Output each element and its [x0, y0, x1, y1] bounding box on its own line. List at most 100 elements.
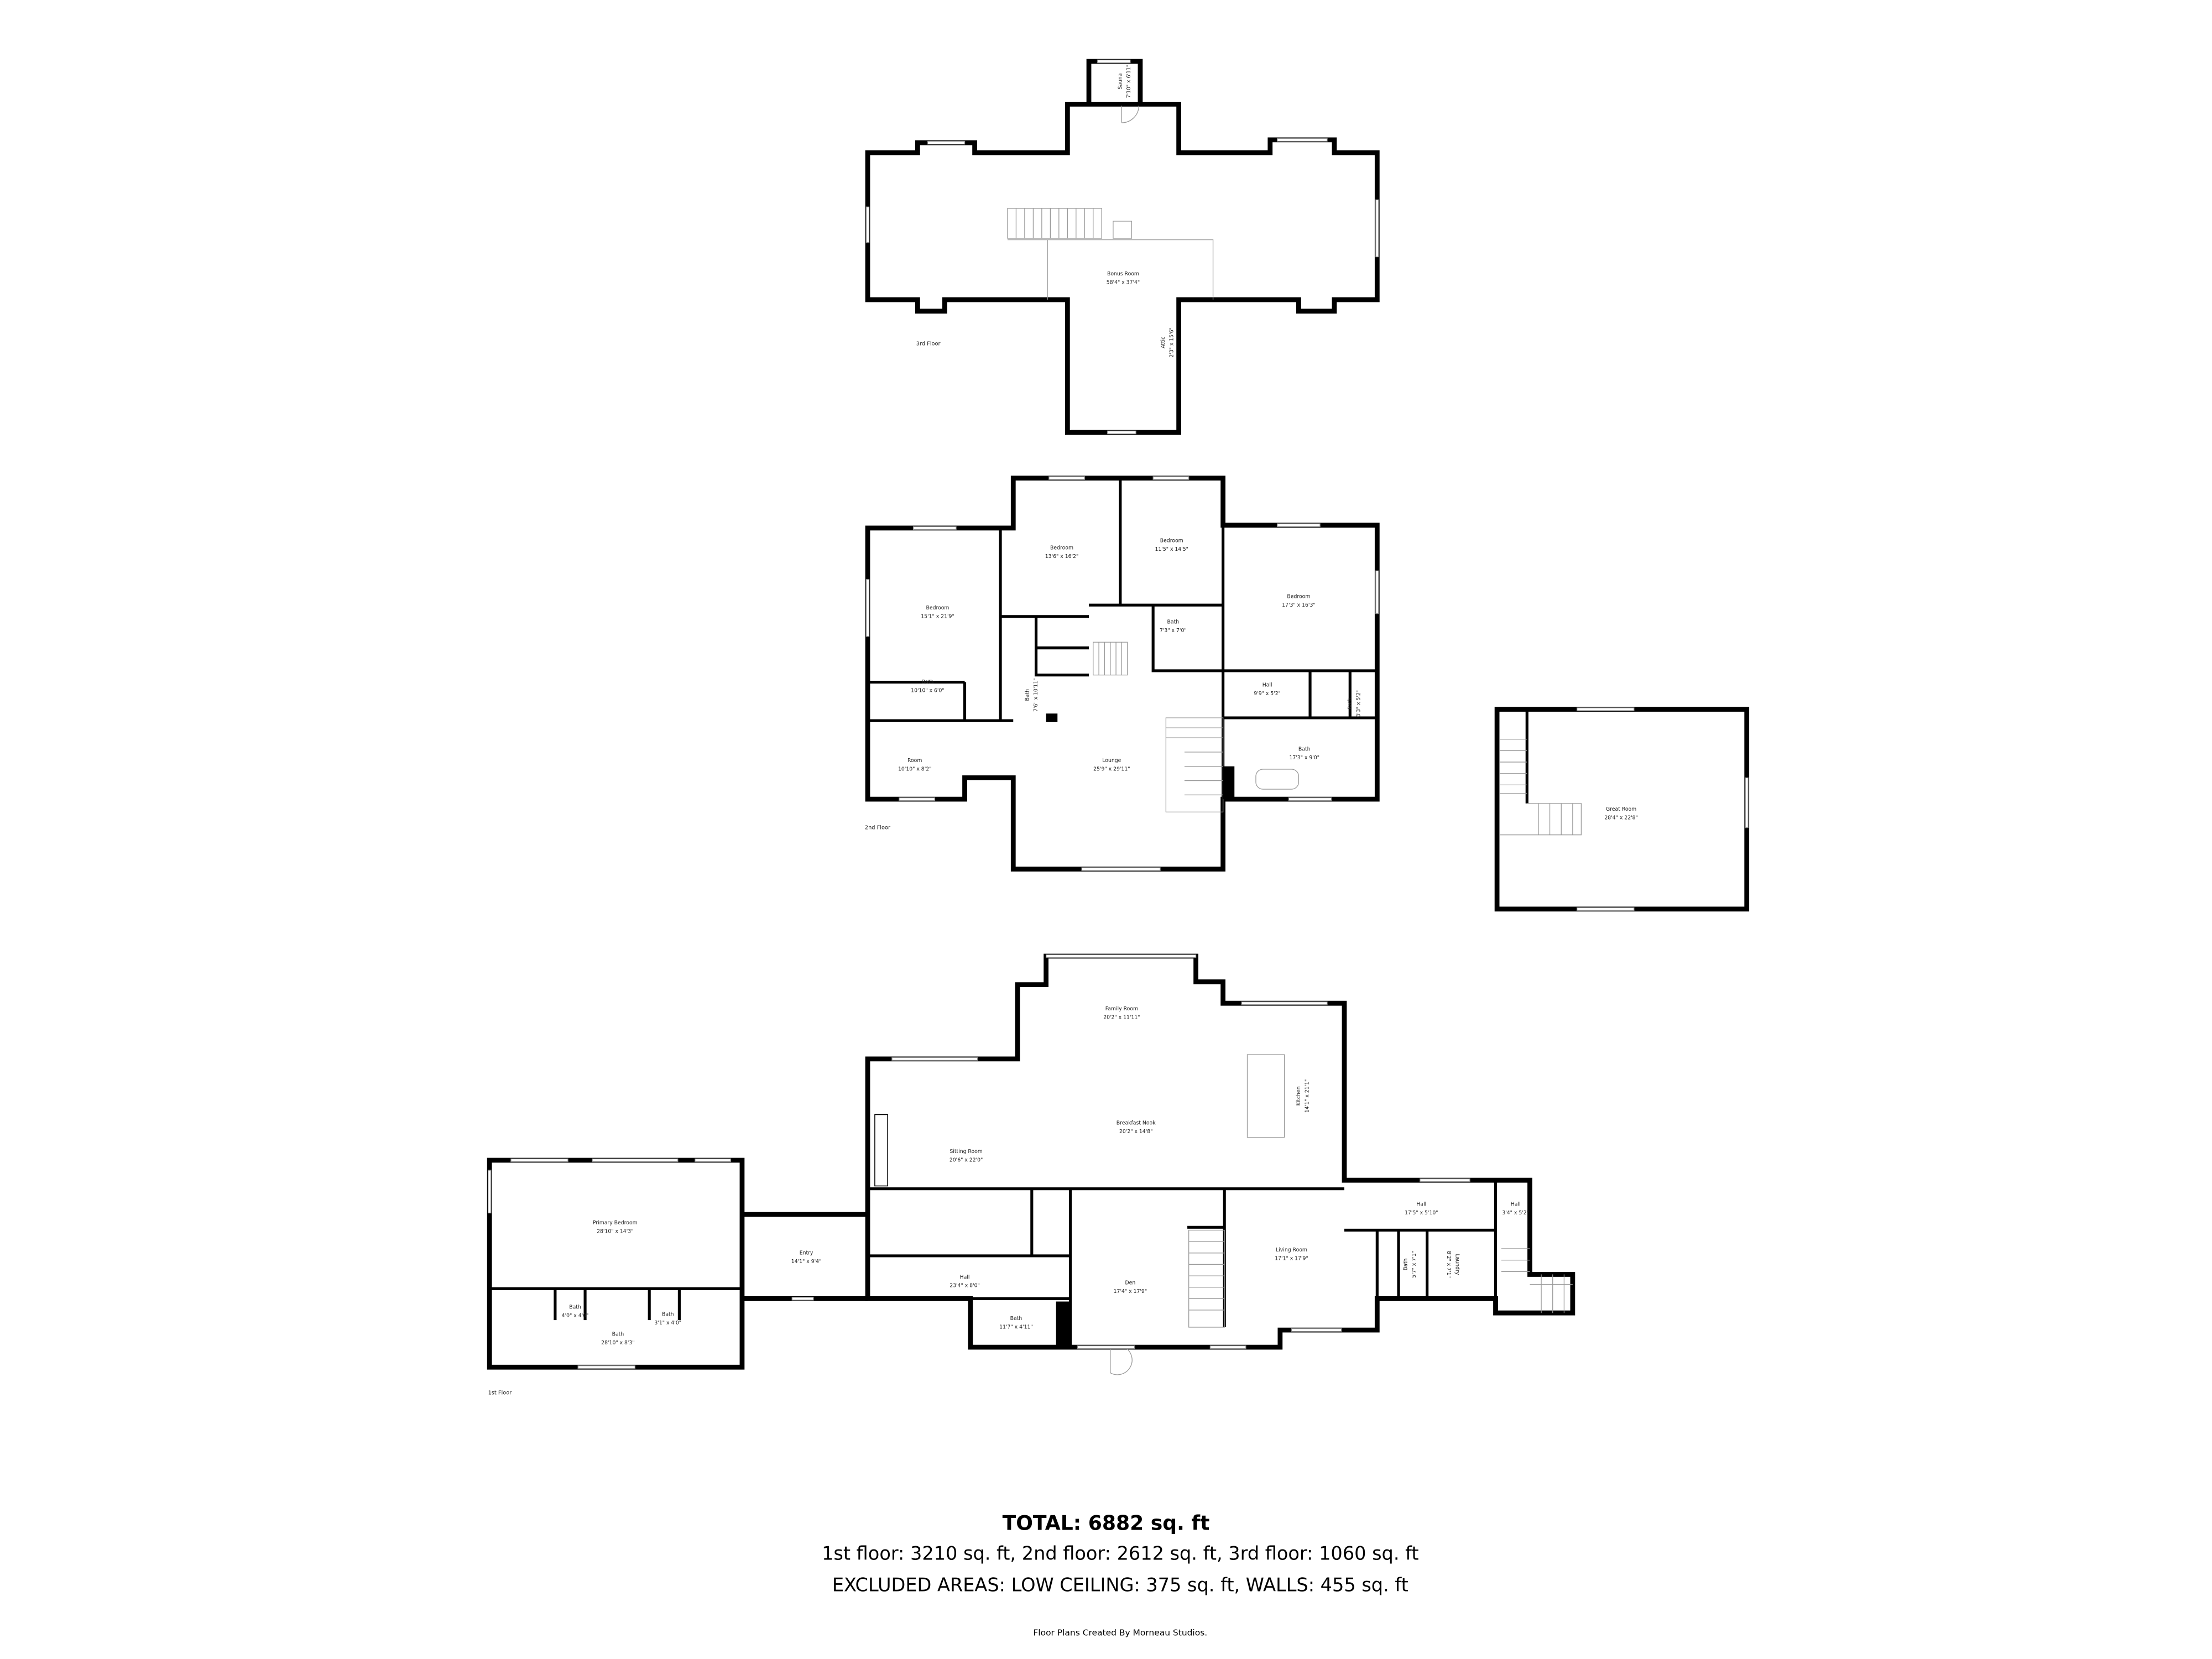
entry-walls [742, 1212, 868, 1301]
room-name: Bath [1167, 619, 1180, 625]
sauna-walls [1086, 59, 1143, 105]
room-dimensions: 10'10" x 6'0" [911, 688, 944, 694]
room-name: Attic [1160, 337, 1166, 348]
room-dimensions: 28'10" x 8'3" [601, 1340, 634, 1346]
window [1375, 199, 1379, 258]
room-name: Room [907, 758, 922, 764]
bathtub [1255, 769, 1300, 790]
room-name: Bath [1347, 697, 1353, 709]
room-name: Sitting Room [950, 1149, 982, 1155]
first-floor-plan [487, 953, 1575, 1375]
room-name: Lounge [1102, 758, 1121, 764]
second-floor-outline [865, 476, 1380, 872]
room-dimensions: 20'2" x 14'8" [1119, 1129, 1152, 1135]
stairs [1188, 1229, 1573, 1328]
room-dimensions: 20'2" x 11'11" [1103, 1015, 1140, 1021]
room-dimensions: 3'4" x 5'2" [1502, 1210, 1529, 1216]
room-label: Breakfast Nook 20'2" x 14'8" [1117, 1120, 1156, 1135]
room-dimensions: 13'6" x 16'2" [1045, 554, 1078, 560]
stairs [1093, 641, 1224, 813]
room-name: Bath [1025, 689, 1031, 701]
room-name: Primary Bedroom [593, 1220, 638, 1226]
room-dimensions: 20'6" x 22'0" [950, 1157, 983, 1164]
room-dimensions: 28'4" x 22'8" [1604, 815, 1637, 821]
room-name: Breakfast Nook [1117, 1120, 1156, 1126]
credit: Floor Plans Created By Morneau Studios. [1033, 1627, 1207, 1637]
window [1288, 797, 1332, 801]
room-dimensions: 58'4" x 37'4" [1107, 280, 1140, 286]
window [899, 797, 935, 801]
window [1745, 777, 1749, 828]
front-door [1110, 1347, 1133, 1375]
window [1576, 907, 1635, 911]
room-dimensions: 2'3" x 15'6" [1168, 327, 1175, 358]
interior-walls [489, 1180, 1498, 1348]
room-label: Bedroom 13'6" x 16'2" [1045, 545, 1078, 560]
room-name: Bath [1403, 1259, 1409, 1271]
room-dimensions: 25'9" x 29'11" [1093, 766, 1130, 773]
room-dimensions: 10'10" x 8'2" [898, 766, 931, 773]
room-label: Sitting Room 20'6" x 22'0" [950, 1149, 983, 1163]
room-name: Bath [922, 679, 934, 685]
second-floor-plan [865, 476, 1380, 872]
window [791, 1297, 814, 1301]
window [487, 1170, 492, 1214]
window [1077, 1345, 1135, 1349]
area-summary: TOTAL: 6882 sq. ft 1st floor: 3210 sq. f… [822, 1511, 1418, 1637]
window [1576, 707, 1635, 711]
room-label: Hall 3'4" x 5'2" [1502, 1202, 1529, 1216]
interior-walls [868, 478, 1378, 800]
window [865, 579, 870, 637]
room-label: Bath 10'10" x 6'0" [911, 679, 944, 693]
room-label: Primary Bedroom 28'10" x 14'3" [593, 1220, 638, 1234]
fireplace [874, 1114, 888, 1187]
room-dimensions: 7'10" x 6'11" [1126, 65, 1132, 98]
room-name: Hall [1511, 1202, 1521, 1208]
room-dimensions: 28'10" x 14'3" [597, 1229, 633, 1235]
room-dimensions: 14'1" x 21'1" [1304, 1079, 1310, 1113]
room-name: Bedroom [1050, 545, 1073, 551]
window [891, 1057, 978, 1061]
room-dimensions: 23'4" x 8'0" [950, 1283, 980, 1289]
window [592, 1158, 679, 1162]
room-name: Bedroom [1287, 593, 1310, 599]
window [1277, 138, 1328, 142]
room-name: Bedroom [1160, 538, 1183, 544]
window [1048, 476, 1085, 480]
room-name: Family Room [1105, 1006, 1138, 1012]
window [1045, 954, 1197, 958]
sauna-door [1121, 105, 1139, 123]
room-name: Bath [662, 1311, 674, 1317]
chase [1056, 1301, 1071, 1348]
chase [1046, 713, 1058, 722]
window [927, 140, 966, 145]
room-name: Hall [1416, 1202, 1426, 1208]
room-name: Entry [800, 1250, 813, 1256]
kitchen-island [1246, 1054, 1285, 1138]
room-dimensions: 17'3" x 9'0" [1289, 755, 1319, 761]
room-dimensions: 3'3" x 5'2" [1355, 690, 1361, 717]
room-dimensions: 17'1" x 17'9" [1275, 1256, 1308, 1262]
floor-label-third: 3rd Floor [916, 341, 941, 347]
window [1097, 59, 1131, 64]
room-label: Lounge 25'9" x 29'11" [1093, 758, 1130, 772]
room-label: Family Room 20'2" x 11'11" [1103, 1006, 1140, 1020]
window [695, 1158, 731, 1162]
room-name: Laundry [1454, 1254, 1460, 1275]
floor-label-first: 1st Floor [488, 1390, 513, 1396]
